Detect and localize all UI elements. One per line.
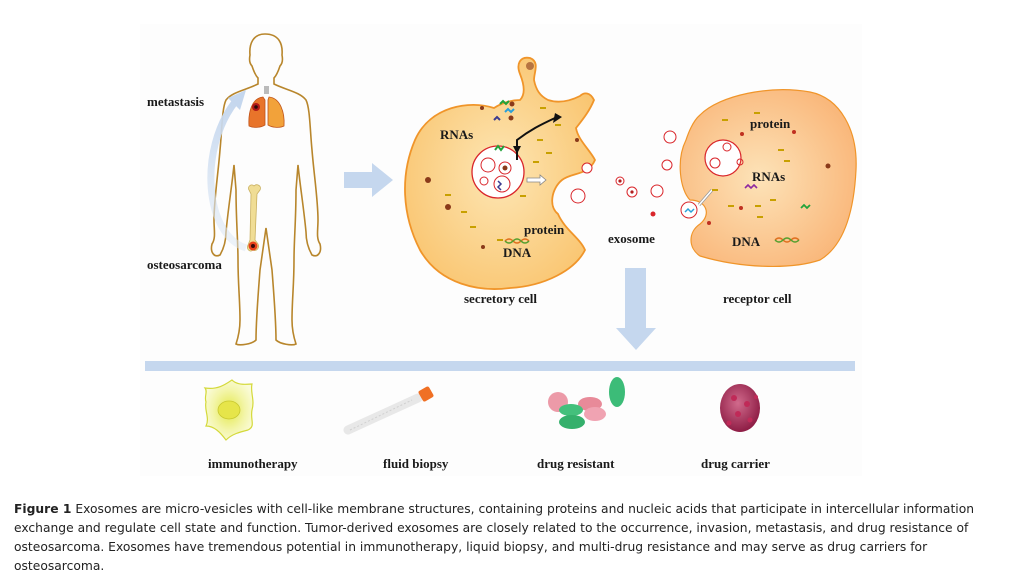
receptor-cell — [679, 89, 857, 267]
human-body-icon — [210, 33, 322, 346]
cell-icon — [203, 379, 254, 441]
label-dna-secretory: DNA — [503, 245, 532, 260]
figure-diagram: metastasis osteosarcoma — [145, 33, 857, 471]
label-rnas-receptor: RNAs — [752, 169, 785, 184]
label-secretory-cell: secretory cell — [464, 291, 537, 306]
secretory-cell — [404, 56, 596, 290]
app-label-drug-resistant: drug resistant — [537, 456, 615, 471]
figure-caption: Figure 1 Exosomes are micro-vesicles wit… — [14, 500, 1014, 576]
label-metastasis: metastasis — [147, 94, 204, 109]
label-protein-receptor: protein — [750, 116, 791, 131]
pills-icon — [548, 377, 625, 429]
label-protein-secretory: protein — [524, 222, 565, 237]
label-osteosarcoma: osteosarcoma — [147, 257, 222, 272]
lungs-icon — [248, 86, 285, 128]
label-receptor-cell: receptor cell — [723, 291, 792, 306]
right-arrow — [344, 163, 393, 197]
app-label-fluid-biopsy: fluid biopsy — [383, 456, 449, 471]
app-label-drug-carrier: drug carrier — [701, 456, 770, 471]
test-tube-icon — [343, 386, 434, 435]
femur-bone-icon — [247, 184, 261, 252]
exosome-particles — [615, 130, 677, 217]
divider-bar — [145, 361, 855, 371]
label-rnas-secretory: RNAs — [440, 127, 473, 142]
down-arrow — [616, 268, 656, 350]
virus-particle-icon — [720, 384, 760, 432]
app-label-immunotherapy: immunotherapy — [208, 456, 298, 471]
caption-text: Exosomes are micro-vesicles with cell-li… — [14, 502, 975, 573]
label-exosome: exosome — [608, 231, 655, 246]
metastasis-curved-arrow — [207, 90, 248, 252]
caption-label: Figure 1 — [14, 502, 72, 516]
label-dna-receptor: DNA — [732, 234, 761, 249]
